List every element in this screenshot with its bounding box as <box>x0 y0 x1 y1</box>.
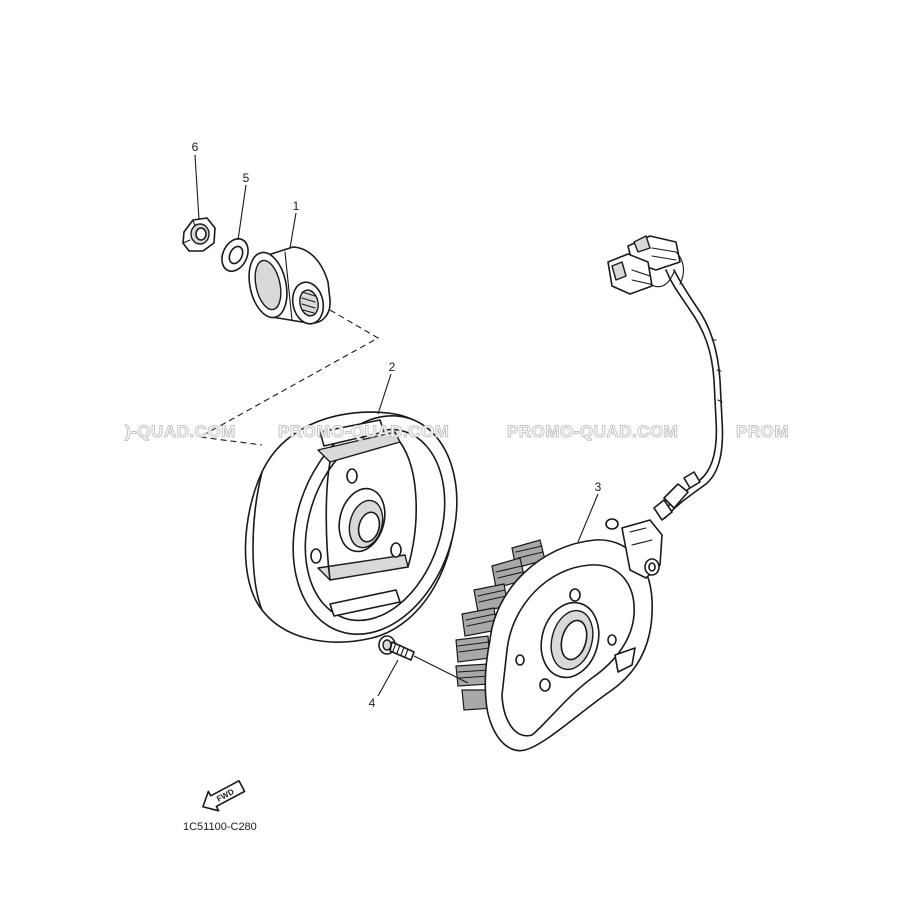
callout-1: 1 <box>293 199 300 213</box>
callout-5: 5 <box>243 171 250 185</box>
part-6-nut <box>182 217 216 252</box>
diagram-code: 1C51100-C280 <box>183 821 257 833</box>
part-3-stator <box>455 518 663 752</box>
callout-4: 4 <box>369 696 376 710</box>
leader-lines <box>194 154 599 697</box>
part-2-rotor <box>244 411 458 643</box>
part-4-screw <box>378 635 415 661</box>
part-5-washer <box>221 237 249 273</box>
watermark-text: PROMO-QUAD.COM <box>507 422 678 441</box>
stator-coils <box>455 539 546 711</box>
part-1-hub <box>248 246 331 325</box>
fwd-arrow-icon: FWD <box>202 779 246 812</box>
watermark-text: PROMO-QUAD.COM <box>278 422 449 441</box>
watermark-text: )-QUAD.COM <box>125 422 236 441</box>
watermark-text: PROM <box>736 422 789 441</box>
callout-3: 3 <box>595 480 602 494</box>
wire-connectors <box>607 235 685 295</box>
callout-6: 6 <box>192 140 199 154</box>
watermark-band: )-QUAD.COM PROMO-QUAD.COM PROMO-QUAD.COM… <box>125 422 790 442</box>
callout-2: 2 <box>389 360 396 374</box>
callouts: 6 5 1 2 3 4 <box>192 140 602 710</box>
wire-harness <box>653 269 724 521</box>
assembly-reference-line <box>198 309 380 446</box>
